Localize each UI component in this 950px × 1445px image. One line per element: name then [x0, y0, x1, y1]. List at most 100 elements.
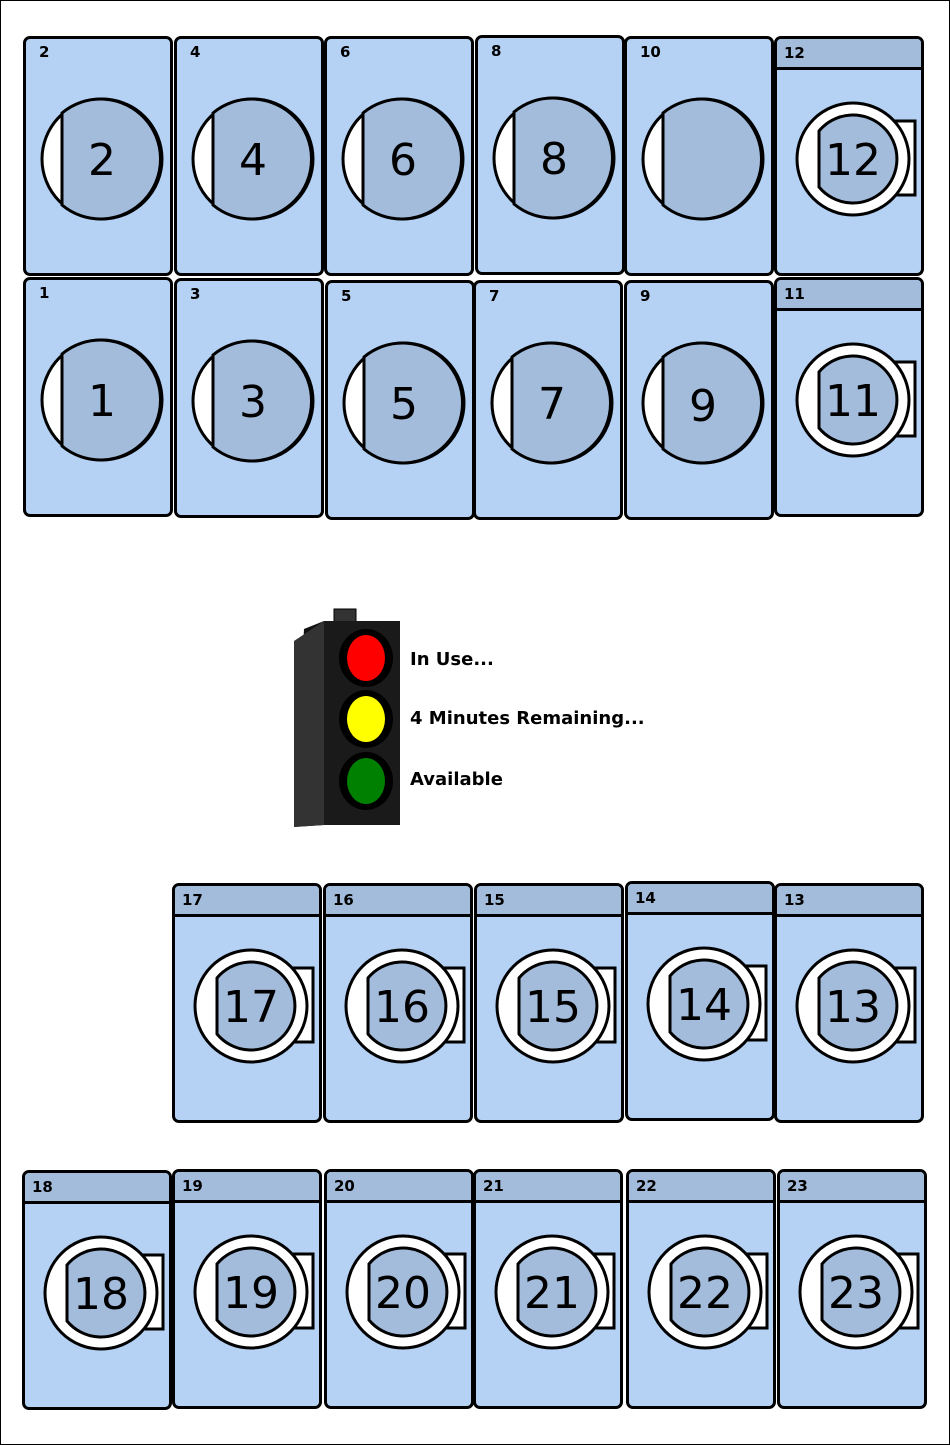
machine-label: 20	[334, 1177, 355, 1195]
dryer-door-icon: 19	[193, 1234, 315, 1350]
washer-door-icon: 4	[191, 97, 315, 221]
red-light	[347, 635, 385, 681]
dryer-control-panel: 14	[628, 884, 772, 915]
machine-number: 14	[676, 980, 732, 1031]
machine-label: 5	[341, 287, 352, 305]
washer-3[interactable]: 3 3	[174, 278, 324, 518]
washer-door-icon: 5	[342, 341, 466, 465]
dryer-17[interactable]: 17 17	[172, 883, 322, 1123]
machine-label: 8	[491, 42, 502, 60]
machine-number: 17	[223, 982, 279, 1033]
dryer-door-icon: 23	[798, 1234, 920, 1350]
dryer-control-panel: 13	[777, 886, 921, 917]
dryer-door-icon: 14	[646, 946, 768, 1062]
machine-number: 15	[525, 982, 581, 1033]
machine-number: 18	[73, 1269, 129, 1320]
dryer-control-panel: 20	[327, 1172, 471, 1203]
machine-label: 9	[640, 287, 651, 305]
machine-label: 15	[484, 891, 505, 909]
washer-door-icon: 3	[191, 339, 315, 463]
dryer-door-icon: 16	[344, 948, 466, 1064]
machine-number: 13	[825, 982, 881, 1033]
machine-number: 16	[374, 982, 430, 1033]
washer-7[interactable]: 7 7	[473, 280, 623, 520]
dryer-door-icon: 18	[43, 1235, 165, 1351]
dryer-control-panel: 19	[175, 1172, 319, 1203]
washer-door-icon: 7	[490, 341, 614, 465]
washer-2[interactable]: 2 2	[23, 36, 173, 276]
washer-4[interactable]: 4 4	[174, 36, 324, 276]
dryer-19[interactable]: 19 19	[172, 1169, 322, 1409]
dryer-16[interactable]: 16 16	[323, 883, 473, 1123]
machine-number: 9	[689, 381, 717, 432]
machine-number: 6	[389, 135, 417, 186]
dryer-18[interactable]: 18 18	[22, 1170, 172, 1410]
legend-remaining: 4 Minutes Remaining...	[410, 708, 645, 729]
dryer-control-panel: 17	[175, 886, 319, 917]
machine-number: 19	[223, 1268, 279, 1319]
dryer-control-panel: 23	[780, 1172, 924, 1203]
machine-label: 1	[39, 284, 50, 302]
dryer-23[interactable]: 23 23	[777, 1169, 927, 1409]
machine-number: 8	[540, 134, 568, 185]
washer-5[interactable]: 5 5	[325, 280, 475, 520]
washer-9[interactable]: 9 9	[624, 280, 774, 520]
washer-10[interactable]: 10	[624, 36, 774, 276]
dryer-14[interactable]: 14 14	[625, 881, 775, 1121]
machine-label: 4	[190, 43, 201, 61]
dryer-control-panel: 22	[629, 1172, 773, 1203]
machine-label: 10	[640, 43, 661, 61]
dryer-control-panel: 18	[25, 1173, 169, 1204]
machine-label: 2	[39, 43, 50, 61]
machine-number: 3	[239, 377, 267, 428]
machine-number: 1	[88, 376, 116, 427]
dryer-22[interactable]: 22 22	[626, 1169, 776, 1409]
machine-label: 3	[190, 285, 201, 303]
dryer-door-icon: 11	[795, 342, 917, 458]
machine-number: 7	[538, 379, 566, 430]
washer-6[interactable]: 6 6	[324, 36, 474, 276]
green-light	[347, 758, 385, 804]
machine-label: 18	[32, 1178, 53, 1196]
machine-number: 11	[825, 376, 881, 427]
machine-label: 12	[784, 44, 805, 62]
dryer-door-icon: 21	[494, 1234, 616, 1350]
dryer-21[interactable]: 21 21	[473, 1169, 623, 1409]
washer-door-icon: 8	[492, 96, 616, 220]
machine-label: 11	[784, 285, 805, 303]
dryer-door-icon: 15	[495, 948, 617, 1064]
dryer-13[interactable]: 13 13	[774, 883, 924, 1123]
machine-number: 12	[825, 135, 881, 186]
machine-label: 23	[787, 1177, 808, 1195]
dryer-door-icon: 12	[795, 101, 917, 217]
legend-in-use: In Use...	[410, 649, 494, 670]
dryer-door-icon: 20	[345, 1234, 467, 1350]
dryer-15[interactable]: 15 15	[474, 883, 624, 1123]
dryer-door-icon: 13	[795, 948, 917, 1064]
dryer-control-panel: 12	[777, 39, 921, 70]
dryer-12[interactable]: 12 12	[774, 36, 924, 276]
machine-label: 19	[182, 1177, 203, 1195]
dryer-control-panel: 11	[777, 280, 921, 311]
washer-8[interactable]: 8 8	[475, 35, 625, 275]
washer-door-icon: 2	[40, 97, 164, 221]
washer-door-icon: 1	[40, 338, 164, 462]
dryer-control-panel: 15	[477, 886, 621, 917]
washer-door-icon: 6	[341, 97, 465, 221]
dryer-control-panel: 16	[326, 886, 470, 917]
legend-available: Available	[410, 769, 503, 790]
dryer-door-icon: 22	[647, 1234, 769, 1350]
machine-label: 22	[636, 1177, 657, 1195]
status-legend: In Use... 4 Minutes Remaining... Availab…	[290, 605, 690, 835]
traffic-light-icon	[294, 608, 400, 827]
machine-number: 21	[524, 1268, 580, 1319]
machine-label: 13	[784, 891, 805, 909]
washer-1[interactable]: 1 1	[23, 277, 173, 517]
dryer-20[interactable]: 20 20	[324, 1169, 474, 1409]
machine-label: 7	[489, 287, 500, 305]
dryer-11[interactable]: 11 11	[774, 277, 924, 517]
machine-number: 2	[88, 135, 116, 186]
machine-number: 22	[677, 1268, 733, 1319]
machine-label: 16	[333, 891, 354, 909]
machine-label: 14	[635, 889, 656, 907]
